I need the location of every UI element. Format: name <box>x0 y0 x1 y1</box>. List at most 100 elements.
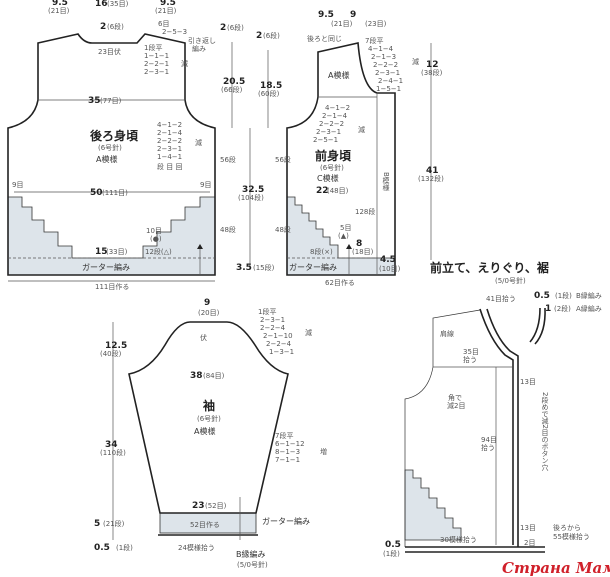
label: 2 <box>220 23 226 33</box>
label: A模様 <box>96 154 117 164</box>
label: (77目) <box>100 97 122 105</box>
label: 1段平 <box>144 43 162 52</box>
label: (21目) <box>331 20 353 28</box>
label: 35目 <box>463 348 479 356</box>
label: (35目) <box>107 0 129 8</box>
label: 34 <box>105 440 118 450</box>
label: B模様 <box>382 172 390 191</box>
label: 2段めで減2目のボタン穴 <box>541 392 549 472</box>
label: 0.5 <box>385 540 401 550</box>
label: (15段) <box>253 263 275 272</box>
label: 9目 <box>12 181 23 189</box>
label: 2−1−3 <box>371 53 396 61</box>
label: (1段) <box>555 291 572 300</box>
label: (10目) <box>379 265 401 273</box>
label: 3.5 <box>236 263 252 273</box>
label: 38 <box>190 371 203 381</box>
label: 減 <box>412 57 419 66</box>
label: 48段 <box>275 225 291 234</box>
front-outline <box>286 42 396 276</box>
label: 50 <box>90 188 103 198</box>
label: (110段) <box>100 448 126 457</box>
label: 56段 <box>220 155 236 164</box>
measurements: 2(6段) 2(6段) 20.5(66段) 18.5(60段) 32.5(104… <box>220 23 444 273</box>
label: 伏 <box>200 333 207 342</box>
label: 2−3−1 <box>375 69 400 77</box>
back-piece: 9.5(21目) 16(35目) 9.5(21目) 2(6段) 23目伏 6目2… <box>7 0 236 291</box>
label: 2−1−4 <box>322 112 348 120</box>
label: (33目) <box>106 248 128 256</box>
label: 18.5 <box>260 81 282 91</box>
label: (1段) <box>383 549 400 558</box>
label: 0.5 <box>94 543 110 553</box>
label: 9目 <box>200 181 211 189</box>
label: 111目作る <box>95 282 129 291</box>
arrow-head-icon <box>346 244 352 249</box>
label: (48目) <box>327 187 349 195</box>
label: (●) <box>150 235 162 243</box>
label: 41 <box>426 166 439 176</box>
label: 減 <box>305 328 312 337</box>
label: (6号針) <box>98 143 122 152</box>
label: 拾う <box>463 355 477 364</box>
label: 後ろと同じ <box>307 34 342 43</box>
piece-title: 後ろ身頃 <box>90 128 139 143</box>
neck-band <box>479 308 514 545</box>
label: 減2目 <box>447 401 465 410</box>
label: 9 <box>204 298 210 308</box>
label: (18目) <box>352 248 374 256</box>
label: 12.5 <box>105 341 127 351</box>
label: (6段) <box>107 22 124 31</box>
label: C模様 <box>317 173 339 183</box>
label: 2 <box>100 22 106 32</box>
label: 後ろから <box>553 523 581 532</box>
label: 5目 <box>340 224 351 232</box>
front-outline <box>404 309 481 547</box>
piece-title: 袖 <box>203 398 215 413</box>
label: 9.5 <box>160 0 176 8</box>
label: ガーター編み <box>289 262 337 272</box>
label: (23目) <box>365 20 387 28</box>
label: 6目 <box>158 20 169 28</box>
label: (21段) <box>103 519 125 528</box>
label: 減 <box>358 125 365 134</box>
label: 12段(△) <box>145 247 172 256</box>
label: 1−1−1 <box>144 52 169 60</box>
label: 7段平 <box>365 36 383 45</box>
back-outline <box>7 33 216 276</box>
label: (104段) <box>238 193 264 202</box>
sleeve-outline <box>128 321 289 514</box>
label: 1 <box>545 304 551 314</box>
label: (5/0号針) <box>495 276 526 285</box>
label: 0.5 <box>534 291 550 301</box>
label: 2−5−3 <box>162 28 187 36</box>
label: 7−1−1 <box>275 456 300 464</box>
label: 2−2−1 <box>144 60 169 68</box>
label: 拾う <box>481 443 495 452</box>
label: 16 <box>95 0 108 9</box>
label: 15 <box>95 247 108 257</box>
label: 角で <box>448 393 462 402</box>
label: 4−1−2 <box>325 104 350 112</box>
label: 32.5 <box>242 185 264 195</box>
label: 128段 <box>355 207 375 216</box>
label: 8−1−3 <box>275 448 300 456</box>
label: 13目 <box>520 378 536 386</box>
label: 12 <box>426 60 439 70</box>
label: 1段平 <box>258 307 276 316</box>
label: (6段) <box>227 23 244 32</box>
label: B縁編み <box>236 549 266 559</box>
label: 増 <box>320 447 327 456</box>
label: 2−2−4 <box>260 324 286 332</box>
label: 段 目 回 <box>157 162 182 171</box>
label: (6号針) <box>197 414 221 423</box>
label: 肩線 <box>440 329 454 338</box>
label: 8段(×) <box>310 247 333 256</box>
label: 62目作る <box>325 278 355 287</box>
label: 2−1−4 <box>157 129 183 137</box>
neck-band-inner <box>486 308 519 547</box>
piece-title: 前立て、えりぐり、裾 <box>430 260 549 275</box>
label: 94目 <box>481 436 497 444</box>
